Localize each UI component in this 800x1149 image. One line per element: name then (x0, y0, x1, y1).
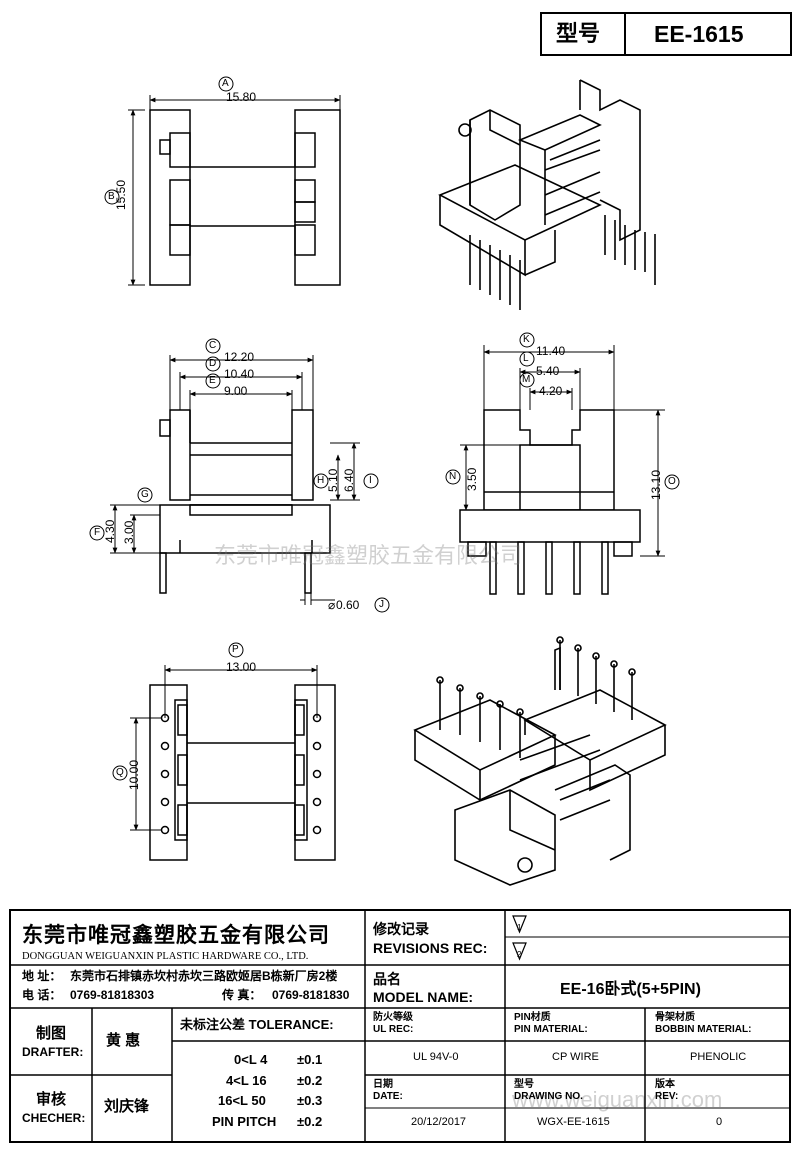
technical-drawing (89, 76, 680, 886)
rev-label-en: REV: (655, 1091, 679, 1102)
bobbin-material-label-cn: 骨架材质 (655, 1012, 695, 1023)
front-view (110, 355, 360, 605)
drafter-label-cn: 制图 (36, 1025, 67, 1042)
dim-o: 13.10 (649, 469, 663, 500)
bobbin-material-value: PHENOLIC (690, 1051, 747, 1063)
tolerance-label: 未标注公差 TOLERANCE: (180, 1018, 334, 1031)
isometric-view-bottom (413, 636, 667, 886)
top-view (128, 95, 341, 286)
dim-e: 9.00 (224, 384, 248, 398)
side-view (459, 345, 665, 595)
tolerance-value: ±0.2 (297, 1073, 323, 1088)
dim-letter-j: J (379, 599, 384, 610)
dim-letter-a: A (222, 78, 229, 89)
pin-material-label-en: PIN MATERIAL: (514, 1024, 588, 1035)
revision-2-number: 2 (517, 950, 522, 959)
dim-letter-k: K (523, 334, 530, 345)
bobbin-material-label-en: BOBBIN MATERIAL: (655, 1024, 752, 1035)
dim-i: 6.40 (342, 468, 356, 492)
ul-label-en: UL REC: (373, 1024, 414, 1035)
dim-l: 5.40 (536, 364, 560, 378)
checker-name: 刘庆锋 (104, 1098, 150, 1115)
drafter-name: 黄 惠 (106, 1032, 141, 1049)
isometric-view-top (438, 79, 656, 310)
tolerance-value: ±0.2 (297, 1114, 323, 1129)
model-header-value: EE-1615 (654, 21, 744, 47)
ul-value: UL 94V-0 (413, 1051, 459, 1063)
model-header-label: 型号 (556, 21, 601, 46)
bottom-view (130, 665, 336, 861)
dim-p: 13.00 (226, 660, 257, 674)
dim-q: 10.00 (127, 759, 141, 790)
tolerance-label-en: TOLERANCE: (248, 1017, 334, 1032)
dim-b: 15.50 (114, 179, 128, 210)
dim-f: 4.30 (103, 519, 117, 543)
company-fax: 0769-8181830 (272, 988, 350, 1002)
company-address: 东莞市石排镇赤坎村赤坎三路欧姬居B栋新厂房2楼 (70, 969, 338, 983)
checker-label-en: CHECHER: (22, 1111, 86, 1125)
dim-h: 5.10 (326, 468, 340, 492)
dim-letter-h: H (317, 475, 325, 486)
dim-letter-c: C (209, 340, 217, 351)
rev-value: 0 (716, 1116, 723, 1128)
tolerance-range: PIN PITCH (212, 1114, 277, 1129)
dim-a: 15.80 (226, 90, 257, 104)
dim-letter-e: E (209, 375, 216, 386)
dim-letter-f: F (94, 527, 101, 538)
company-address-label: 地 址： (22, 969, 62, 983)
dim-n: 3.50 (465, 467, 479, 491)
company-phone-label: 电 话： (22, 988, 62, 1002)
company-fax-label: 传 真： (222, 988, 262, 1002)
company-name-en: DONGGUAN WEIGUANXIN PLASTIC HARDWARE CO.… (22, 951, 309, 962)
dim-letter-l: L (523, 353, 529, 364)
dim-letter-q: Q (116, 767, 124, 778)
date-label-cn: 日期 (373, 1079, 393, 1090)
date-value: 20/12/2017 (411, 1116, 467, 1128)
revisions-label-en: REVISIONS REC: (373, 940, 488, 956)
dimension-markers (89, 76, 680, 781)
model-name-label-en: MODEL NAME: (373, 989, 474, 1005)
model-header: 型号 EE-1615 (540, 12, 792, 56)
model-name-value: EE-16卧式(5+5PIN) (560, 981, 701, 998)
dim-j: 0.60 (336, 598, 360, 612)
date-label-en: DATE: (373, 1091, 403, 1102)
ul-label-cn: 防火等级 (373, 1012, 413, 1023)
tolerance-label-cn: 未标注公差 (180, 1017, 246, 1032)
title-block-grid (9, 909, 791, 1143)
dim-letter-i: I (369, 475, 372, 486)
dim-letter-b: B (108, 191, 115, 202)
dim-m: 4.20 (539, 384, 563, 398)
watermark-company: 东莞市唯冠鑫塑胶五金有限公司 (214, 543, 523, 568)
company-name-cn: 东莞市唯冠鑫塑胶五金有限公司 (22, 924, 330, 947)
dim-j-prefix: ⌀ (328, 598, 336, 612)
tolerance-range: 0<L 4 (234, 1052, 268, 1067)
dim-letter-p: P (232, 644, 239, 655)
tolerance-range: 16<L 50 (218, 1093, 266, 1108)
dim-k: 11.40 (536, 344, 566, 358)
pin-material-value: CP WIRE (552, 1051, 599, 1063)
tolerance-value: ±0.1 (297, 1052, 323, 1067)
model-name-label-cn: 品名 (373, 971, 401, 987)
rev-label-cn: 版本 (655, 1079, 675, 1090)
checker-label-cn: 审核 (36, 1091, 67, 1108)
dim-letter-m: M (522, 374, 531, 385)
dim-letter-n: N (449, 471, 457, 482)
drawing-no-label-cn: 型号 (514, 1079, 534, 1090)
dim-g: 3.00 (122, 520, 136, 544)
dim-letter-g: G (141, 489, 149, 500)
company-phone: 0769-81818303 (70, 988, 155, 1002)
dim-letter-o: O (668, 476, 676, 487)
drafter-label-en: DRAFTER: (22, 1045, 84, 1059)
tolerance-value: ±0.3 (297, 1093, 323, 1108)
tolerance-range: 4<L 16 (226, 1073, 267, 1088)
pin-material-label-cn: PIN材质 (514, 1012, 551, 1023)
dim-d: 10.40 (224, 367, 255, 381)
drawing-no-label-en: DRAWING NO. (514, 1091, 583, 1102)
dim-c: 12.20 (224, 350, 255, 364)
drawing-no-value: WGX-EE-1615 (537, 1116, 610, 1128)
revision-1-number: 1 (517, 923, 522, 932)
revisions-label-cn: 修改记录 (373, 921, 429, 937)
dim-letter-d: D (209, 358, 217, 369)
